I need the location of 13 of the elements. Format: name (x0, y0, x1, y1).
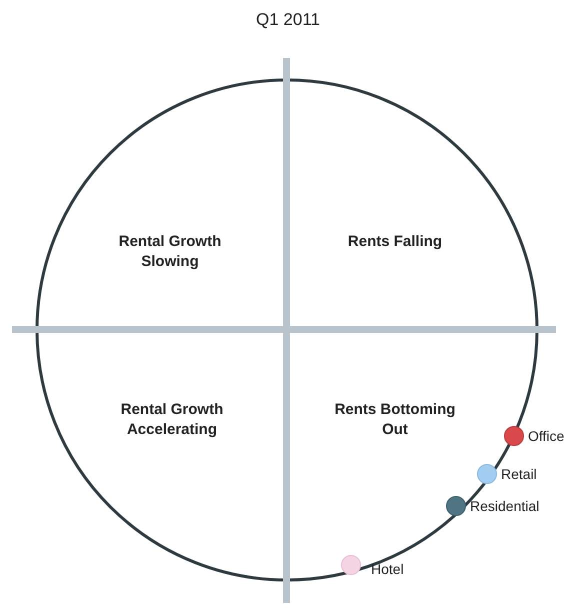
quadrant-label: Rents Bottoming Out (334, 400, 456, 440)
sector-label: Retail (501, 466, 537, 482)
sector-dot (341, 555, 361, 575)
sector-label: Hotel (371, 561, 404, 577)
quadrant-label: Rental Growth Slowing (118, 232, 222, 272)
sector-label: Office (528, 428, 564, 444)
sector-label: Residential (470, 498, 540, 514)
sector-dot (504, 426, 524, 446)
sector-dot (446, 496, 466, 516)
sector-dot (477, 464, 497, 484)
quadrant-label: Rental Growth Accelerating (120, 400, 224, 440)
quadrant-label: Rents Falling (346, 232, 444, 252)
title: Q1 2011 (255, 10, 321, 30)
